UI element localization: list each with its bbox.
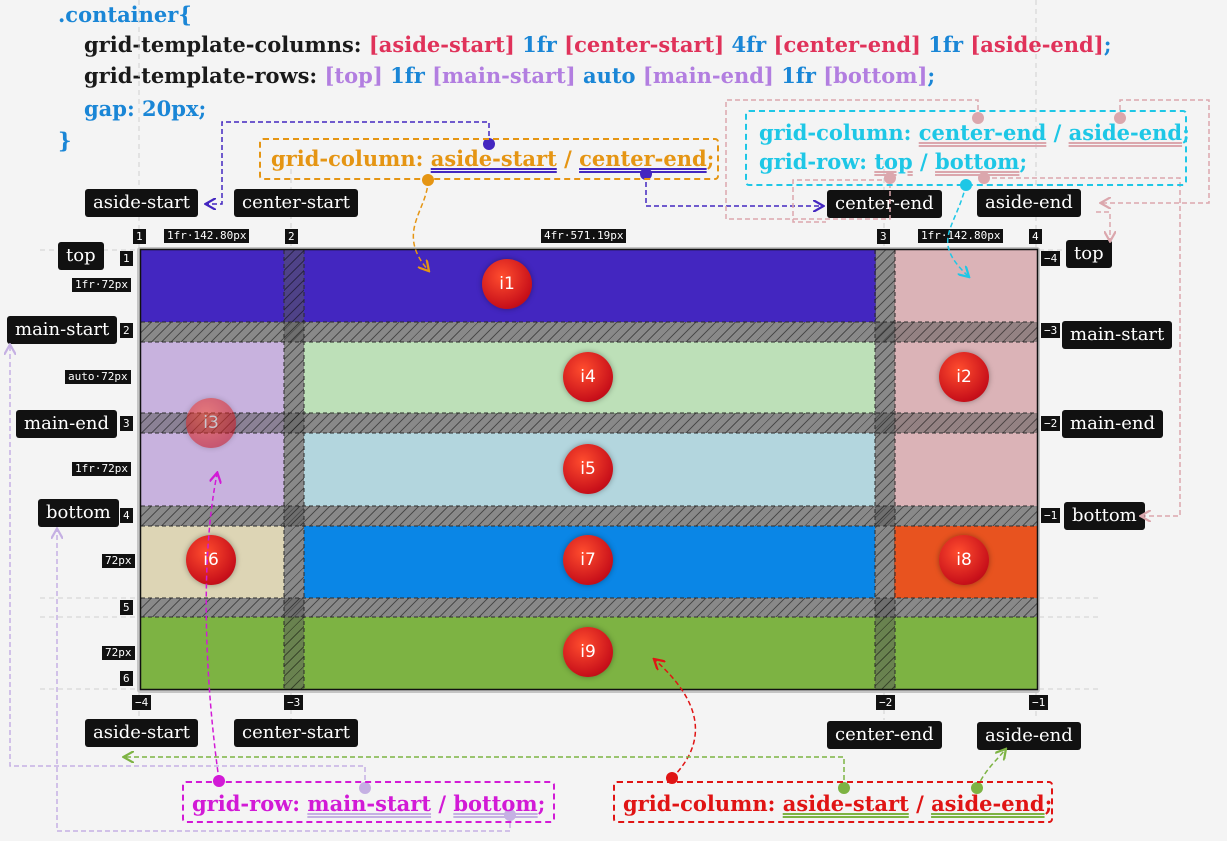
item-badge: i1 (482, 259, 532, 309)
row-name-tag: main-start (7, 316, 118, 344)
code-selector: .container{ (58, 2, 192, 27)
item-badge: i2 (939, 352, 989, 402)
row-line-number-negative: −1 (1041, 508, 1061, 523)
row-name-tag: main-start (1062, 321, 1173, 349)
code-token: 4fr (731, 32, 767, 57)
row-line-number: 1 (120, 251, 133, 266)
col-line-number: 2 (285, 229, 298, 244)
code-line-rows: grid-template-rows: [top] 1fr [main-star… (84, 61, 935, 90)
annotation-box-item2: grid-column: center-end / aside-end; gri… (745, 110, 1190, 186)
row-gap (141, 506, 1037, 526)
code-token: 1fr (928, 32, 964, 57)
row-name-tag: bottom (38, 499, 119, 527)
col-name-tag: center-end (827, 190, 942, 218)
row-name-tag: top (58, 242, 104, 270)
code-close: } (58, 128, 72, 153)
col-name-tag: aside-start (85, 189, 199, 217)
row-line-number: 5 (120, 600, 133, 615)
code-token: [center-end] (773, 32, 921, 57)
annotation-text: grid-column: aside-start / aside-end; (623, 791, 1053, 816)
annotation-text: grid-column: aside-start / center-end; (271, 146, 715, 171)
row-line-number-negative: −2 (1041, 416, 1061, 431)
row-name-tag: top (1066, 240, 1112, 268)
row-line-number: 2 (120, 323, 133, 338)
col-name-tag: center-start (234, 719, 358, 747)
code-token: [bottom] (823, 63, 928, 88)
code-token: ; (927, 63, 936, 88)
code-token: [aside-end] (970, 32, 1104, 57)
annotation-text: grid-row: top / bottom; (759, 149, 1028, 174)
row-size-label: 1fr·72px (72, 462, 131, 476)
item-badge: i5 (563, 444, 613, 494)
col-line-number-negative: −2 (876, 695, 896, 710)
code-token: auto (582, 63, 636, 88)
col-line-number: 1 (133, 229, 146, 244)
code-token: [center-start] (564, 32, 725, 57)
col-name-tag: center-end (827, 721, 942, 749)
row-gap (141, 322, 1037, 342)
row-line-number: 6 (120, 671, 133, 686)
code-token: 1fr (781, 63, 816, 88)
col-line-number-negative: −4 (132, 695, 152, 710)
code-token: 1fr (390, 63, 425, 88)
col-name-tag: aside-start (85, 719, 199, 747)
col-size-label: 4fr·571.19px (541, 229, 627, 243)
col-size-label: 1fr·142.80px (164, 229, 250, 243)
col-line-number-negative: −1 (1029, 695, 1049, 710)
code-gap: gap: 20px; (84, 96, 207, 121)
row-size-label: 72px (102, 554, 135, 568)
row-name-tag: bottom (1064, 502, 1145, 530)
code-prop: grid-template-rows: (84, 63, 318, 88)
annotation-box-item3: grid-row: main-start / bottom; (182, 781, 555, 823)
col-line-number: 3 (877, 229, 890, 244)
col-name-tag: aside-end (977, 722, 1081, 750)
annotation-text: grid-row: main-start / bottom; (192, 791, 546, 816)
row-line-number-negative: −3 (1041, 323, 1061, 338)
row-name-tag: main-end (16, 410, 117, 438)
code-prop: grid-template-columns: (84, 32, 362, 57)
column-gap (284, 250, 304, 689)
item-badge: i4 (563, 352, 613, 402)
col-name-tag: aside-end (977, 189, 1081, 217)
code-token: ; (1103, 32, 1112, 57)
col-name-tag: center-start (234, 189, 358, 217)
col-line-number-negative: −3 (284, 695, 304, 710)
code-token: [top] (324, 63, 383, 88)
col-size-label: 1fr·142.80px (918, 229, 1004, 243)
code-token: [main-end] (642, 63, 774, 88)
row-gap (141, 598, 1037, 617)
row-line-number: 4 (120, 508, 133, 523)
item-badge: i3 (186, 398, 236, 448)
row-name-tag: main-end (1062, 410, 1163, 438)
item-badge: i8 (939, 535, 989, 585)
code-line-columns: grid-template-columns: [aside-start] 1fr… (84, 30, 1111, 59)
code-token: [main-start] (432, 63, 576, 88)
row-size-label: 1fr·72px (72, 278, 131, 292)
code-token: 1fr (522, 32, 557, 57)
annotation-box-item1: grid-column: aside-start / center-end; (259, 138, 719, 180)
item-badge: i9 (563, 627, 613, 677)
item-badge: i7 (563, 535, 613, 585)
annotation-box-item9: grid-column: aside-start / aside-end; (613, 781, 1053, 823)
row-gap (141, 413, 1037, 433)
row-size-label: 72px (102, 646, 135, 660)
row-line-number-negative: −4 (1041, 251, 1061, 266)
annotation-text: grid-column: center-end / aside-end; (759, 120, 1190, 145)
code-token: [aside-start] (368, 32, 515, 57)
row-line-number: 3 (120, 416, 133, 431)
col-line-number: 4 (1029, 229, 1042, 244)
column-gap (875, 250, 895, 689)
row-size-label: auto·72px (65, 370, 131, 384)
